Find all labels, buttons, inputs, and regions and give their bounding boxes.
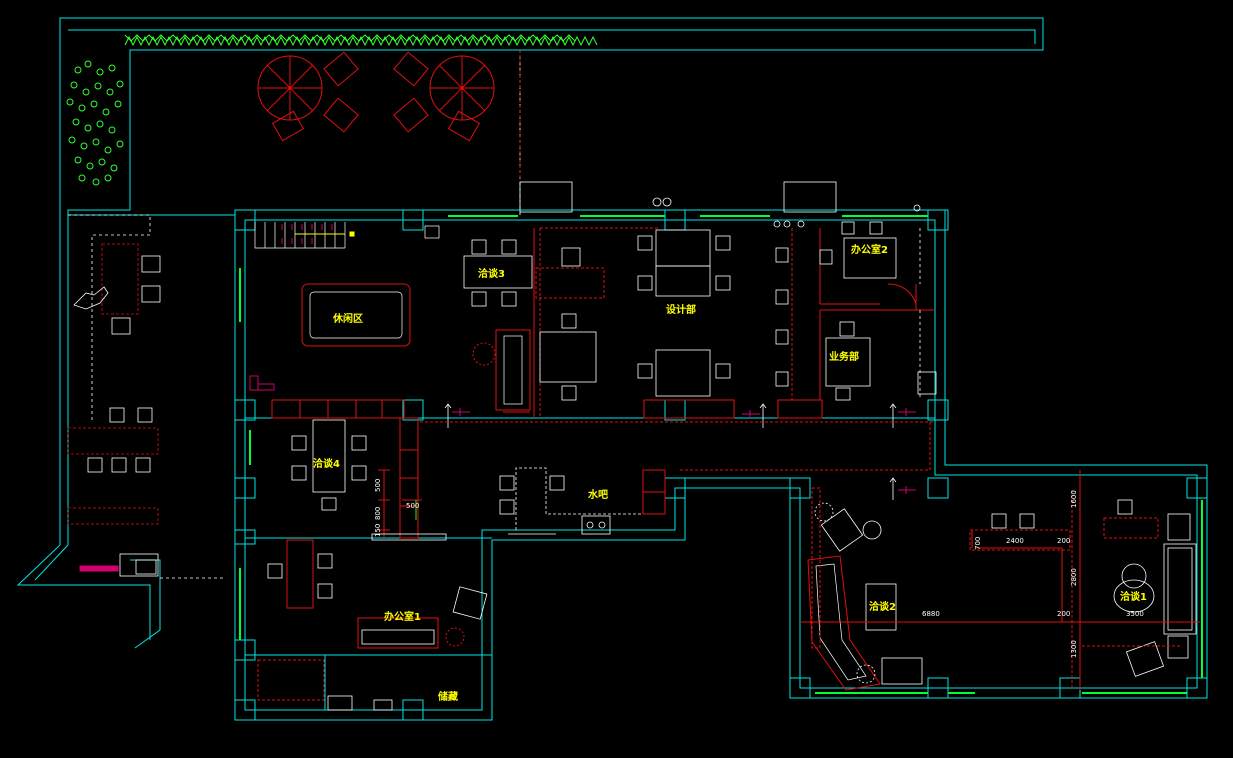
label-office1: 办公室1 xyxy=(384,610,421,623)
label-meeting3: 洽谈3 xyxy=(478,267,505,280)
dim-200-upper: 200 xyxy=(1057,537,1070,545)
label-design: 设计部 xyxy=(666,303,696,316)
pool-table xyxy=(301,283,411,347)
dim-6880: 6880 xyxy=(922,610,940,618)
storage-items xyxy=(327,695,393,711)
ac-units xyxy=(519,181,921,213)
label-bar: 水吧 xyxy=(587,488,608,501)
label-meeting2: 洽谈2 xyxy=(869,600,896,613)
door-arrows xyxy=(444,403,897,500)
umbrella-right xyxy=(393,51,495,142)
meeting4-door xyxy=(371,533,447,541)
main-walls xyxy=(234,209,1208,721)
windows xyxy=(239,215,1203,694)
corridor-partitions xyxy=(271,399,935,539)
dim-3500: 3500 xyxy=(1126,610,1144,618)
room-labels: 休闲区 洽谈3 设计部 办公室2 业务部 洽谈4 水吧 办公室1 储藏 洽谈2 … xyxy=(313,243,1147,703)
dimension-labels: 500 800 500 150 1600 700 2400 200 2800 6… xyxy=(374,479,1144,658)
meeting1-furniture xyxy=(991,499,1197,677)
leisure-cabinet xyxy=(249,375,275,391)
bar-counter xyxy=(515,467,666,530)
leisure-sofa xyxy=(472,329,531,411)
label-business: 业务部 xyxy=(829,350,859,363)
dim-150: 150 xyxy=(374,524,382,537)
meeting2-tables xyxy=(814,502,923,685)
terrace-red-dashed xyxy=(67,50,521,525)
office1-chairs xyxy=(267,553,488,645)
umbrella-left xyxy=(257,51,359,142)
columns xyxy=(234,209,1208,721)
terrace-dashed-lines xyxy=(68,50,521,579)
door-tags xyxy=(452,408,916,494)
shrub-cluster xyxy=(66,60,124,186)
dim-700: 700 xyxy=(974,537,982,550)
meeting1-red xyxy=(800,470,1200,690)
dim-1600: 1600 xyxy=(1070,490,1078,508)
hedge-planter xyxy=(124,34,598,47)
label-meeting1: 洽谈1 xyxy=(1120,590,1147,603)
design-partition-red xyxy=(533,227,935,419)
office1-furniture xyxy=(257,539,465,701)
meeting3-table xyxy=(463,239,533,307)
office2-furniture xyxy=(819,221,937,401)
meeting4-furniture xyxy=(291,419,367,511)
stair-arrow xyxy=(295,231,355,237)
meeting2-furniture xyxy=(807,487,881,691)
dim-500-right: 500 xyxy=(406,502,419,510)
bar-stools xyxy=(499,475,611,535)
dim-500-upper: 500 xyxy=(374,479,382,492)
dim-1300: 1300 xyxy=(1070,640,1078,658)
bar-appliance xyxy=(642,469,666,515)
meeting4-dims xyxy=(378,469,422,538)
terrace-sign xyxy=(79,565,119,572)
terrace-furniture xyxy=(73,255,161,577)
stair xyxy=(254,222,440,249)
dim-2800: 2800 xyxy=(1070,568,1078,586)
label-leisure: 休闲区 xyxy=(332,312,363,325)
stair-marks xyxy=(281,224,333,244)
label-meeting4: 洽谈4 xyxy=(313,457,340,470)
design-desks xyxy=(539,220,805,401)
label-storage: 储藏 xyxy=(437,690,458,703)
dim-800: 800 xyxy=(374,507,382,520)
label-office2: 办公室2 xyxy=(851,243,888,256)
dim-200-lower: 200 xyxy=(1057,610,1070,618)
dim-2400: 2400 xyxy=(1006,537,1024,545)
